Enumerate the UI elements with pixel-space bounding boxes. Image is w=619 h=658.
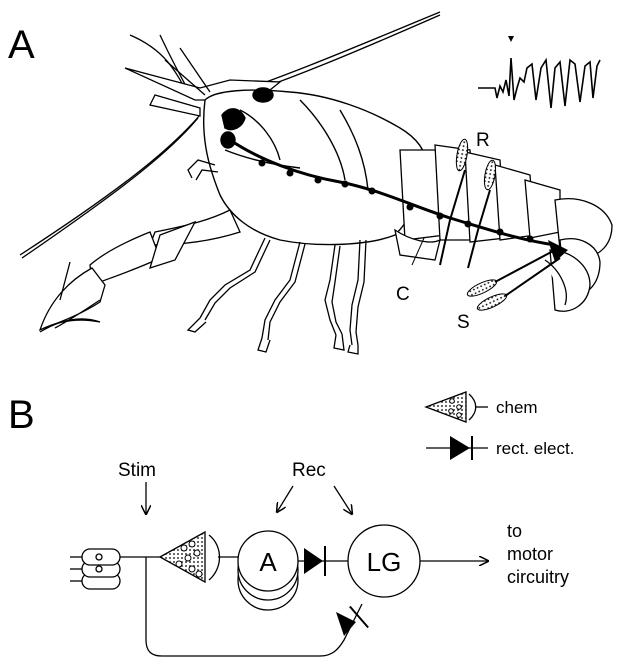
eye xyxy=(253,88,273,102)
chemical-synapse xyxy=(160,532,240,582)
panel-b-letter: B xyxy=(8,393,35,437)
neuron-lg: LG xyxy=(348,525,420,597)
stim-label: Stim xyxy=(118,460,156,481)
rec-arrow-a xyxy=(277,486,293,512)
neuron-lg-label: LG xyxy=(367,547,402,577)
recording-trace xyxy=(478,36,600,108)
neuron-a: A xyxy=(238,531,298,610)
panel-a: A xyxy=(8,12,612,354)
label-s: S xyxy=(457,312,470,333)
rec-arrow-lg xyxy=(334,486,352,514)
output-label-line1: to xyxy=(507,521,522,541)
legend-chem-label: chem xyxy=(496,398,538,417)
receptor-stack xyxy=(70,549,165,589)
electrical-synapse-a-lg xyxy=(298,546,350,576)
trace-marker xyxy=(508,36,514,42)
panel-a-letter: A xyxy=(8,23,35,67)
rec-label: Rec xyxy=(292,460,326,481)
legend-rect-elect-label: rect. elect. xyxy=(496,439,574,458)
neuron-a-label: A xyxy=(259,547,277,577)
output-label-line2: motor xyxy=(507,544,553,564)
abdomen xyxy=(395,145,612,311)
legend-chem-symbol xyxy=(426,392,488,422)
legend: chem rect. elect. xyxy=(426,392,574,460)
output-label-line3: circuitry xyxy=(507,567,569,587)
label-r: R xyxy=(476,130,490,151)
label-c: C xyxy=(396,284,410,305)
claw xyxy=(40,210,240,332)
panel-b: B chem rect. elect. Stim Rec xyxy=(8,392,574,656)
cephalothorax xyxy=(204,88,427,245)
legend-rect-elect-symbol xyxy=(426,436,488,460)
